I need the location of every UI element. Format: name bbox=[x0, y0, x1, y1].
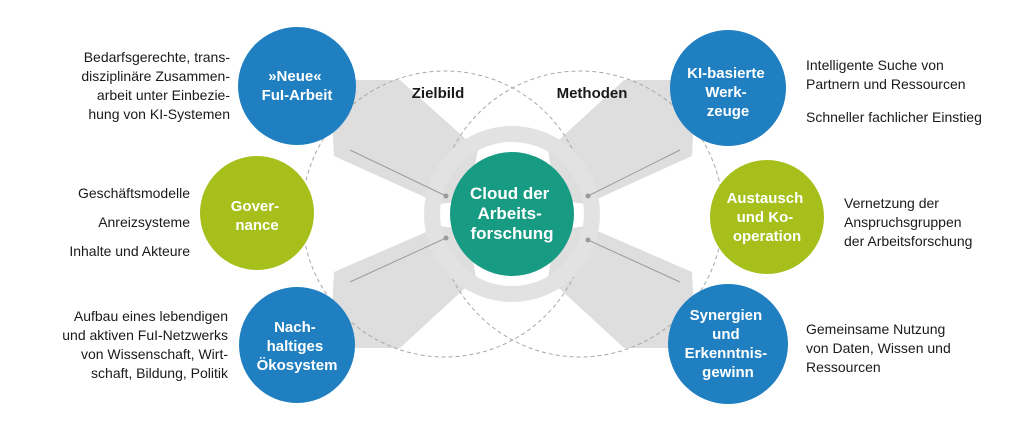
text-line: Inhalte und Akteure bbox=[69, 243, 190, 259]
text-line: von Wissenschaft, Wirt- bbox=[80, 346, 228, 362]
node-label-line: haltiges bbox=[267, 338, 324, 355]
node-neue-fui-arbeit-label: »Neue« FuI-Arbeit bbox=[262, 68, 333, 104]
node-label-line: Werk- bbox=[705, 84, 746, 101]
text-line: Anreizsysteme bbox=[98, 214, 190, 230]
heading-zielbild: Zielbild bbox=[412, 85, 465, 102]
heading-methoden: Methoden bbox=[557, 85, 628, 102]
node-label-line: und bbox=[712, 326, 740, 343]
text-right-top: Intelligente Suche von Partnern und Ress… bbox=[806, 56, 982, 127]
center-label: Cloud der Arbeits- forschung bbox=[470, 184, 554, 243]
text-line: und aktiven FuI-Netzwerks bbox=[62, 327, 228, 343]
connector-dot-upper-left bbox=[443, 193, 449, 199]
connector-dot-upper-right bbox=[585, 193, 591, 199]
text-left-bottom: Aufbau eines lebendigen und aktiven FuI-… bbox=[62, 307, 228, 383]
node-austausch-label: Austausch und Ko- operation bbox=[727, 190, 808, 245]
text-line: arbeit unter Einbezie- bbox=[96, 87, 230, 103]
text-line: Intelligente Suche von bbox=[806, 57, 944, 73]
node-label-line: Gover- bbox=[231, 198, 279, 215]
node-label-line: Ökosystem bbox=[257, 357, 338, 374]
node-governance-label: Gover- nance bbox=[231, 198, 284, 234]
node-label-line: Erkenntnis- bbox=[685, 345, 768, 362]
connector-upper-left bbox=[349, 149, 447, 197]
center-circle bbox=[450, 152, 574, 276]
node-label-line: und Ko- bbox=[737, 209, 794, 226]
text-right-bottom: Gemeinsame Nutzung von Daten, Wissen und… bbox=[806, 320, 951, 377]
text-line: Aufbau eines lebendigen bbox=[73, 308, 228, 324]
text-line: Schneller fachlicher Einstieg bbox=[806, 109, 982, 125]
text-line: Anspruchsgruppen bbox=[844, 214, 962, 230]
connector-group bbox=[349, 149, 681, 283]
center-ring bbox=[424, 126, 600, 302]
text-line: Ressourcen bbox=[806, 359, 881, 375]
node-label-line: KI-basierte bbox=[687, 65, 765, 82]
text-line: Geschäftsmodelle bbox=[77, 185, 190, 201]
center-label-line: Cloud der bbox=[470, 184, 550, 203]
text-line: Bedarfsgerechte, trans- bbox=[83, 49, 230, 65]
node-label-line: FuI-Arbeit bbox=[262, 87, 333, 104]
node-governance bbox=[200, 156, 314, 270]
text-line: der Arbeitsforschung bbox=[844, 233, 973, 249]
text-left-middle: Geschäftsmodelle Anreizsysteme Inhalte u… bbox=[69, 184, 190, 261]
text-right-middle: Vernetzung der Anspruchsgruppen der Arbe… bbox=[844, 194, 972, 251]
node-label-line: Nach- bbox=[274, 319, 316, 336]
center-label-line: forschung bbox=[470, 224, 553, 243]
center-label-line: Arbeits- bbox=[478, 204, 542, 223]
node-neue-fui-arbeit bbox=[238, 27, 356, 145]
node-nachhaltiges-oekosystem bbox=[239, 287, 355, 403]
text-line: Partnern und Ressourcen bbox=[806, 76, 966, 92]
node-austausch bbox=[710, 160, 824, 274]
node-label-line: operation bbox=[733, 228, 801, 245]
connector-dot-lower-right bbox=[585, 237, 591, 243]
node-label-line: zeuge bbox=[707, 103, 750, 120]
text-line: disziplinäre Zusammen- bbox=[81, 68, 230, 84]
node-label-line: Austausch bbox=[727, 190, 804, 207]
connector-dot-lower-left bbox=[443, 235, 449, 241]
node-synergien-label: Synergien und Erkenntnis- gewinn bbox=[685, 307, 772, 381]
connector-lower-left bbox=[349, 237, 447, 283]
connector-upper-right bbox=[587, 149, 681, 197]
text-line: Gemeinsame Nutzung bbox=[806, 321, 946, 337]
node-label-line: gewinn bbox=[702, 364, 754, 381]
text-left-top: Bedarfsgerechte, trans- disziplinäre Zus… bbox=[81, 48, 230, 124]
node-synergien bbox=[668, 284, 788, 404]
node-label-line: nance bbox=[235, 217, 278, 234]
text-line: von Daten, Wissen und bbox=[806, 340, 951, 356]
node-label-line: »Neue« bbox=[268, 68, 321, 85]
text-line: Vernetzung der bbox=[844, 195, 939, 211]
connector-lower-right bbox=[587, 239, 681, 283]
node-label-line: Synergien bbox=[690, 307, 763, 324]
node-ki-werkzeuge bbox=[670, 30, 786, 146]
node-ki-werkzeuge-label: KI-basierte Werk- zeuge bbox=[687, 65, 769, 120]
node-nachhaltiges-oekosystem-label: Nach- haltiges Ökosystem bbox=[257, 319, 338, 374]
text-line: schaft, Bildung, Politik bbox=[91, 365, 228, 381]
text-line: hung von KI-Systemen bbox=[88, 106, 230, 122]
